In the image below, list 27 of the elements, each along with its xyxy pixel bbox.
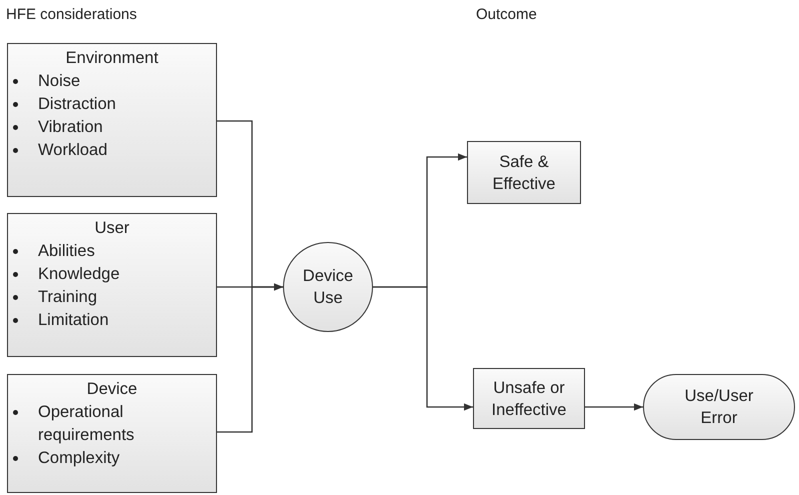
node-label: Device Use bbox=[302, 266, 354, 309]
bullet-item: Distraction bbox=[8, 93, 116, 116]
arrow bbox=[373, 286, 473, 411]
bullet-item: Abilities bbox=[8, 240, 95, 263]
bullet-item: Limitation bbox=[8, 309, 109, 332]
column-heading: Outcome bbox=[476, 6, 537, 23]
arrow bbox=[585, 403, 643, 411]
factor-box bbox=[7, 43, 217, 197]
arrow bbox=[217, 283, 283, 433]
column-heading: HFE considerations bbox=[6, 6, 137, 23]
factor-box bbox=[7, 213, 217, 357]
node-label: Use/User Error bbox=[684, 386, 754, 429]
node-label: Safe & Effective bbox=[492, 152, 556, 194]
bullet-item: Noise bbox=[8, 70, 80, 93]
group-heading: Device bbox=[86, 380, 138, 399]
factor-box bbox=[7, 374, 217, 493]
node-label: Unsafe or Ineffective bbox=[490, 378, 568, 420]
bullet-item: Knowledge bbox=[8, 263, 120, 286]
bullet-item: Operational requirements bbox=[8, 401, 216, 447]
outcome-box bbox=[473, 368, 585, 429]
group-heading: Environment bbox=[64, 49, 160, 68]
bullet-item: Training bbox=[8, 286, 97, 309]
bullet-item: Complexity bbox=[8, 447, 120, 470]
bullet-item: Workload bbox=[8, 139, 108, 162]
outcome-box bbox=[467, 141, 581, 204]
group-heading: User bbox=[94, 219, 130, 238]
bullet-item: Vibration bbox=[8, 116, 103, 139]
